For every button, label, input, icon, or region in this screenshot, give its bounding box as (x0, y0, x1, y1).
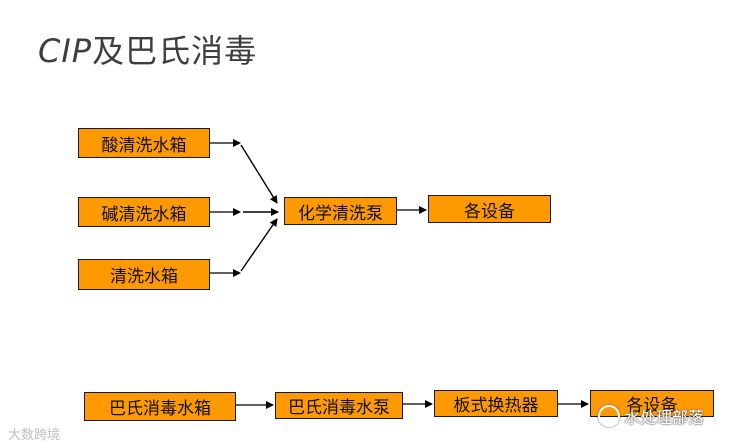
pasteur-tank-box: 巴氏消毒水箱 (84, 392, 236, 421)
pasteur-pump-label: 巴氏消毒水泵 (288, 398, 390, 418)
rinse-tank-box: 清洗水箱 (78, 259, 210, 290)
pasteur-equipment-label: 各设备 (626, 396, 678, 416)
arrow-rinse-to-pump (240, 218, 278, 272)
alkali-tank-label: 碱清洗水箱 (101, 204, 187, 225)
pasteur-tank-label: 巴氏消毒水箱 (109, 399, 211, 419)
watermark-right: 水处理部落 (598, 404, 704, 428)
chemical-pump-box: 化学清洗泵 (284, 197, 397, 225)
pasteur-pump-box: 巴氏消毒水泵 (275, 392, 403, 419)
acid-tank-box: 酸清洗水箱 (78, 128, 210, 158)
wechat-icon (598, 405, 620, 427)
title-suffix: 及巴氏消毒 (92, 32, 258, 70)
cip-equipment-box: 各设备 (428, 195, 551, 223)
watermark-right-text: 水处理部落 (624, 408, 705, 427)
chemical-pump-label: 化学清洗泵 (298, 203, 383, 224)
plate-exchanger-label: 板式换热器 (453, 396, 539, 416)
alkali-tank-box: 碱清洗水箱 (78, 197, 210, 227)
watermark-left-text: 大数跨境 (8, 428, 61, 443)
page-title: CIP及巴氏消毒 (38, 26, 257, 72)
rinse-tank-label: 清洗水箱 (110, 267, 178, 287)
arrow-acid-to-pump (240, 144, 278, 204)
acid-tank-label: 酸清洗水箱 (101, 135, 187, 156)
title-cip: CIP (38, 32, 93, 70)
watermark-left: 大数跨境 (8, 424, 60, 443)
cip-equipment-label: 各设备 (464, 201, 515, 222)
plate-exchanger-box: 板式换热器 (434, 390, 558, 417)
